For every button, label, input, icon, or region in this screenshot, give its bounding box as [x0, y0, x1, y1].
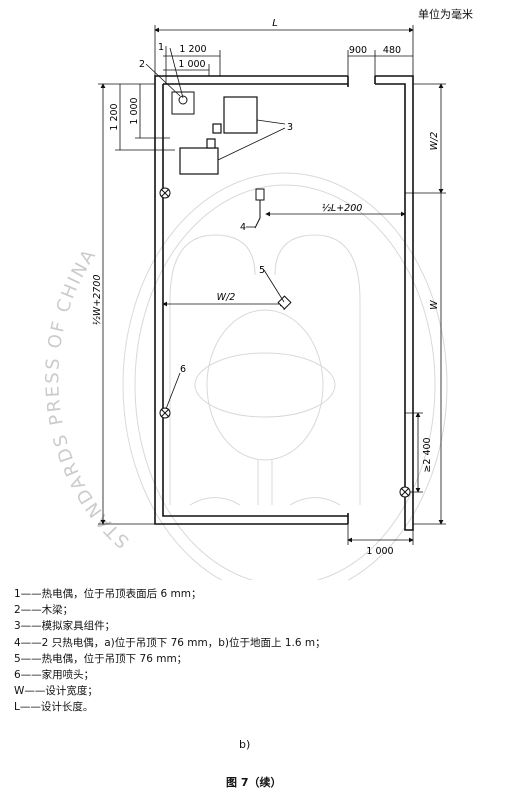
dim-1000-bottom: 1 000	[366, 546, 393, 557]
legend-item: 1——热电偶，位于吊顶表面后 6 mm；	[14, 588, 202, 600]
sprinkler-right	[399, 486, 411, 498]
dim-1000-left: 1 000	[129, 97, 140, 124]
right-dimensions	[347, 83, 446, 545]
legend-item: 5——热电偶，位于吊顶下 76 mm；	[14, 652, 188, 665]
sprinkler-6	[159, 407, 171, 419]
watermark-text: STANDARDS PRESS OF CHINA	[42, 245, 133, 553]
dim-L: L	[272, 18, 278, 29]
floor-plan-drawing: STANDARDS PRESS OF CHINA L 900 4	[42, 18, 448, 580]
thermocouple-5	[277, 295, 292, 310]
dim-w-half-mid: W/2	[217, 292, 236, 303]
leader-lines	[145, 46, 286, 410]
left-dimensions	[98, 83, 175, 525]
unit-note: 单位为毫米	[418, 8, 473, 21]
dim-900: 900	[349, 45, 367, 56]
dim-1000-top: 1 000	[178, 59, 205, 70]
top-dimensions	[154, 25, 414, 76]
wood-beam	[171, 91, 195, 115]
watermark	[122, 172, 448, 580]
dim-1200-left: 1 200	[109, 103, 120, 130]
dim-480: 480	[383, 45, 401, 56]
subfigure-label: b)	[239, 738, 251, 751]
dim-1200-top: 1 200	[179, 44, 206, 55]
dim-half-w-2700: ½W+2700	[92, 275, 103, 326]
callout-6: 6	[180, 364, 186, 375]
legend-item: 4——2 只热电偶，a)位于吊顶下 76 mm，b)位于地面上 1.6 m；	[14, 636, 326, 649]
figure-caption: 图 7（续）	[226, 776, 282, 789]
dim-w-half-right: W/2	[429, 132, 440, 151]
legend-item: L——设计长度。	[14, 701, 94, 714]
callout-3: 3	[287, 122, 293, 133]
legend-item: W——设计宽度；	[14, 685, 98, 698]
room-outline	[154, 75, 414, 531]
callout-1: 1	[158, 42, 164, 53]
dim-w-right: W	[429, 300, 440, 310]
callout-4: 4	[240, 222, 246, 233]
legend-item: 3——模拟家具组件；	[14, 620, 116, 633]
thermocouple-4	[254, 188, 265, 229]
legend: 1——热电偶，位于吊顶表面后 6 mm； 2——木梁； 3——模拟家具组件； 4…	[14, 586, 326, 716]
legend-item: 2——木梁；	[14, 604, 74, 617]
legend-item: 6——家用喷头；	[14, 669, 95, 682]
interior-dimensions	[162, 211, 406, 310]
dim-half-l-200: ½L+200	[322, 203, 363, 214]
dim-ge-2400: ≥2 400	[422, 437, 433, 472]
callout-5: 5	[259, 265, 265, 276]
mock-furniture-group	[179, 96, 258, 175]
sprinkler-top	[159, 187, 171, 199]
callout-2: 2	[139, 59, 145, 70]
